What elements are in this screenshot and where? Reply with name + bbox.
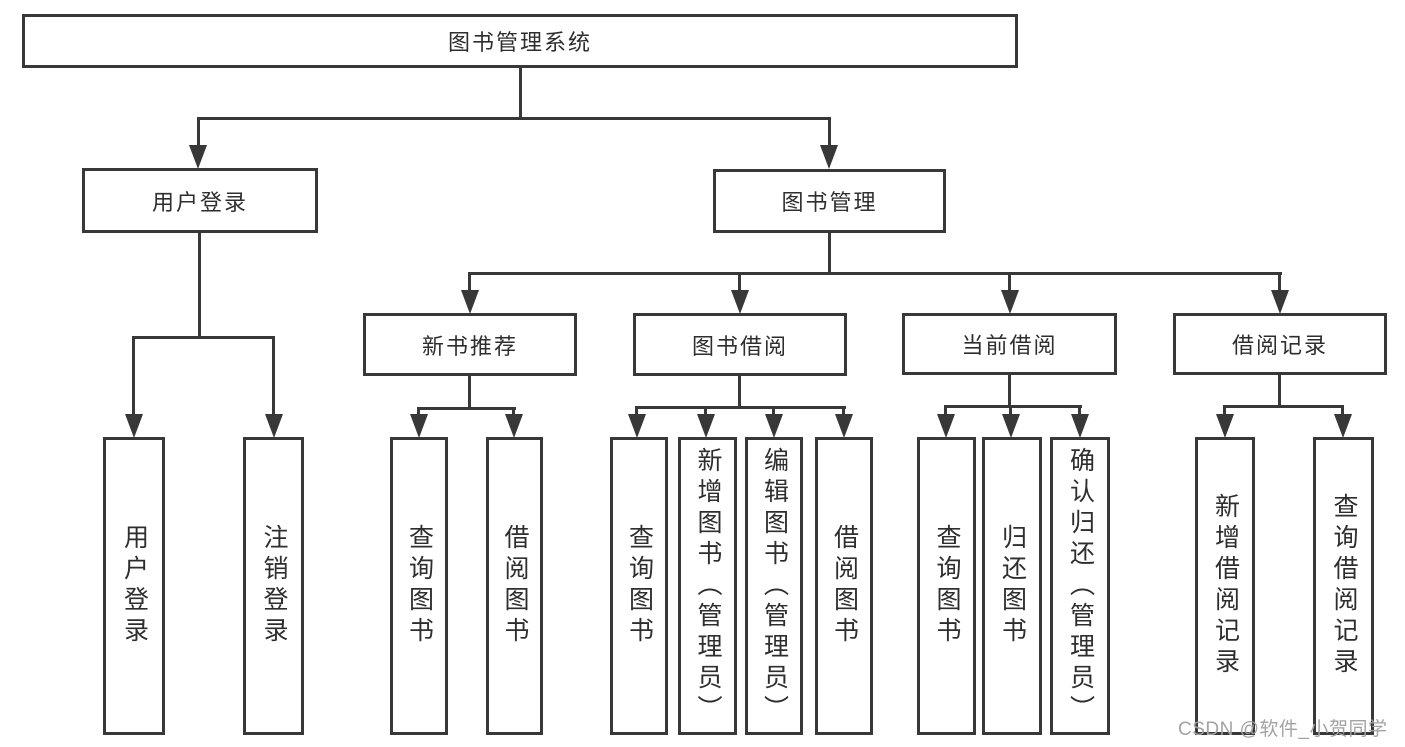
connector-borrow-records-crossbar xyxy=(1223,405,1344,408)
leaf-newbook-borrow-books: 借阅图书 xyxy=(486,437,543,735)
leaf-logout: 注销登录 xyxy=(243,437,304,735)
connector-new-book-crossbar xyxy=(417,407,516,410)
leaf-borrow-query-books: 查询图书 xyxy=(610,437,668,735)
connector-to-bb-query xyxy=(635,406,638,415)
arrowhead-down-icon xyxy=(1334,414,1352,438)
connector-to-leaf-logout xyxy=(272,336,275,414)
connector-to-br-query xyxy=(1341,405,1344,415)
node-library-system-label: 图书管理系统 xyxy=(447,30,592,55)
connector-to-bb-add xyxy=(704,406,707,415)
connector-book-mgmt-crossbar xyxy=(468,272,1282,275)
leaf-borrow-query-books-label: 查询图书 xyxy=(625,524,654,648)
node-current-borrow: 当前借阅 xyxy=(902,313,1117,375)
node-borrow-records-label: 借阅记录 xyxy=(1231,333,1328,358)
leaf-newbook-query-books: 查询图书 xyxy=(390,437,448,735)
leaf-borrow-add-books-label: 新增图书（管理员） xyxy=(694,446,722,726)
arrowhead-down-icon xyxy=(505,414,523,438)
arrowhead-down-icon xyxy=(1071,414,1089,438)
arrowhead-down-icon xyxy=(125,414,143,438)
leaf-newbook-borrow-books-label: 借阅图书 xyxy=(501,524,529,648)
leaf-borrow-add-books: 新增图书（管理员） xyxy=(678,437,737,735)
node-book-borrow: 图书借阅 xyxy=(633,313,847,376)
arrowhead-down-icon xyxy=(835,414,853,438)
arrowhead-down-icon xyxy=(697,414,715,438)
node-book-management-label: 图书管理 xyxy=(781,190,878,215)
node-new-book-recommend-label: 新书推荐 xyxy=(421,333,518,359)
connector-to-bb-edit xyxy=(772,406,775,415)
connector-to-nb-borrow xyxy=(512,407,515,415)
connector-user-login-stem xyxy=(198,233,201,336)
node-user-login-label: 用户登录 xyxy=(151,189,248,215)
node-book-management: 图书管理 xyxy=(713,169,946,233)
node-borrow-records: 借阅记录 xyxy=(1173,313,1387,375)
connector-to-current-borrow xyxy=(1008,272,1011,292)
leaf-current-confirm-return: 确认归还（管理员） xyxy=(1050,437,1110,735)
leaf-logout-label: 注销登录 xyxy=(260,524,288,648)
leaf-records-add-record: 新增借阅记录 xyxy=(1195,437,1255,735)
leaf-borrow-borrow-books: 借阅图书 xyxy=(815,437,873,735)
arrowhead-down-icon xyxy=(1001,290,1019,314)
leaf-borrow-edit-books-label: 编辑图书（管理员） xyxy=(760,446,789,726)
connector-current-borrow-stem xyxy=(1008,375,1011,405)
leaf-records-query-record-label: 查询借阅记录 xyxy=(1330,493,1358,679)
connector-to-nb-query xyxy=(417,407,420,415)
connector-to-cb-query xyxy=(944,405,947,415)
connector-to-user-login xyxy=(197,117,200,147)
leaf-current-confirm-return-label: 确认归还（管理员） xyxy=(1066,446,1095,726)
arrowhead-down-icon xyxy=(189,145,207,169)
connector-to-cb-confirm xyxy=(1078,405,1081,415)
leaf-user-login: 用户登录 xyxy=(103,437,165,735)
connector-book-borrow-crossbar xyxy=(635,406,846,409)
connector-to-book-borrow xyxy=(738,272,741,292)
connector-to-cb-return xyxy=(1009,405,1012,415)
connector-user-login-crossbar xyxy=(132,336,275,339)
leaf-current-query-books: 查询图书 xyxy=(917,437,976,735)
connector-root-crossbar xyxy=(197,117,831,120)
leaf-borrow-borrow-books-label: 借阅图书 xyxy=(830,524,859,648)
connector-book-mgmt-stem xyxy=(828,233,831,272)
connector-borrow-records-stem xyxy=(1278,375,1281,405)
csdn-watermark: CSDN @软件_小贺同学 xyxy=(1178,719,1388,740)
arrowhead-down-icon xyxy=(628,414,646,438)
connector-book-borrow-stem xyxy=(738,376,741,406)
arrowhead-down-icon xyxy=(461,290,479,314)
connector-to-br-add xyxy=(1223,405,1226,415)
connector-current-borrow-crossbar xyxy=(944,405,1082,408)
connector-new-book-stem xyxy=(468,376,471,407)
connector-to-book-mgmt xyxy=(828,117,831,147)
node-new-book-recommend: 新书推荐 xyxy=(363,313,577,376)
arrowhead-down-icon xyxy=(1216,414,1234,438)
arrowhead-down-icon xyxy=(937,414,955,438)
connector-root-stem xyxy=(519,68,522,118)
leaf-newbook-query-books-label: 查询图书 xyxy=(405,524,434,648)
arrowhead-down-icon xyxy=(265,414,283,438)
leaf-current-return-books-label: 归还图书 xyxy=(998,524,1027,648)
leaf-current-return-books: 归还图书 xyxy=(982,437,1042,735)
leaf-records-add-record-label: 新增借阅记录 xyxy=(1211,493,1240,679)
node-library-system: 图书管理系统 xyxy=(22,14,1018,68)
leaf-current-query-books-label: 查询图书 xyxy=(933,524,961,648)
leaf-records-query-record: 查询借阅记录 xyxy=(1313,437,1374,735)
arrowhead-down-icon xyxy=(410,414,428,438)
arrowhead-down-icon xyxy=(731,290,749,314)
connector-to-borrow-records xyxy=(1278,272,1281,292)
arrowhead-down-icon xyxy=(1002,414,1020,438)
leaf-borrow-edit-books: 编辑图书（管理员） xyxy=(745,437,803,735)
node-book-borrow-label: 图书借阅 xyxy=(691,333,788,359)
node-current-borrow-label: 当前借阅 xyxy=(961,333,1058,358)
node-user-login: 用户登录 xyxy=(82,168,318,233)
connector-to-leaf-login xyxy=(132,336,135,414)
arrowhead-down-icon xyxy=(820,145,838,169)
connector-to-new-book xyxy=(468,272,471,292)
arrowhead-down-icon xyxy=(1271,290,1289,314)
arrowhead-down-icon xyxy=(765,414,783,438)
leaf-user-login-label: 用户登录 xyxy=(120,524,149,648)
connector-to-bb-borrow xyxy=(842,406,845,415)
